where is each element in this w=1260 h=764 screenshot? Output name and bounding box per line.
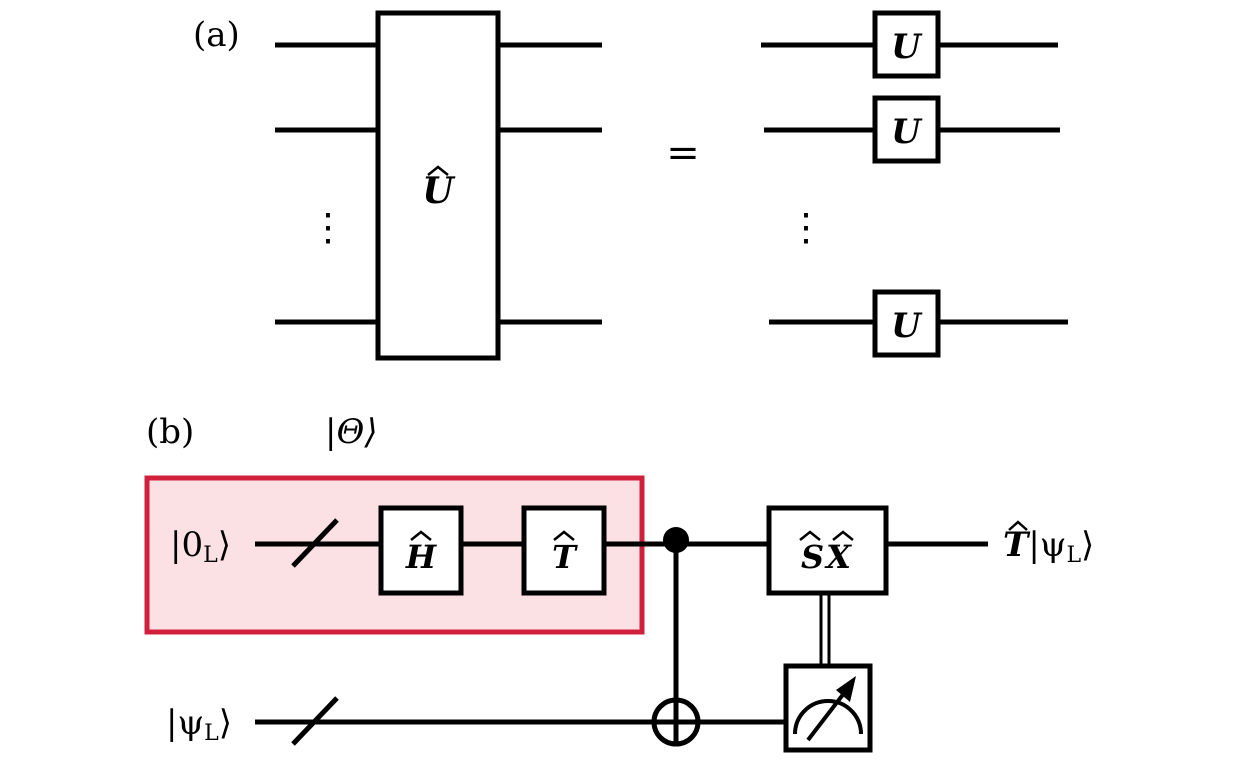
small-u-gate-3 bbox=[872, 289, 941, 358]
svg-text:T: T bbox=[552, 538, 578, 576]
small-u-gate-1-label: U bbox=[891, 27, 923, 67]
t-gate-label: T bbox=[552, 530, 578, 576]
measurement-gate bbox=[783, 663, 873, 753]
svg-text:SX: SX bbox=[801, 538, 853, 576]
output-hat bbox=[1008, 520, 1028, 531]
output-label: T|ψL⟩ bbox=[1003, 525, 1094, 568]
sx-gate-label: SX bbox=[799, 530, 854, 576]
big-u-gate-label: U bbox=[422, 165, 456, 212]
panel-a-label: (a) bbox=[193, 15, 240, 55]
ellipsis-right: ⋮ bbox=[787, 205, 825, 249]
small-u-gate-2 bbox=[872, 95, 941, 164]
input-top-label: |0L⟩ bbox=[170, 525, 231, 568]
cnot-control-dot bbox=[663, 527, 689, 553]
small-u-gate-1 bbox=[872, 10, 941, 79]
small-u-gate-2-label: U bbox=[891, 112, 923, 152]
input-bottom-label: |ψL⟩ bbox=[166, 703, 232, 746]
sx-gate bbox=[766, 505, 889, 596]
big-u-gate bbox=[375, 10, 501, 361]
meter-icon bbox=[793, 676, 863, 742]
svg-text:U: U bbox=[422, 170, 456, 212]
hadamard-gate-label: H bbox=[405, 530, 438, 576]
ellipsis-left: ⋮ bbox=[309, 205, 347, 249]
bundle-slash-top bbox=[291, 518, 339, 568]
small-u-gate-3-label: U bbox=[891, 306, 923, 346]
hadamard-gate bbox=[378, 505, 464, 596]
panel-b-label: (b) bbox=[146, 412, 194, 452]
bundle-slash-bottom bbox=[291, 696, 339, 746]
svg-text:H: H bbox=[405, 538, 438, 576]
t-gate bbox=[521, 505, 607, 596]
equals-sign: = bbox=[666, 130, 700, 176]
resource-state-label: |Θ⟩ bbox=[325, 412, 378, 452]
